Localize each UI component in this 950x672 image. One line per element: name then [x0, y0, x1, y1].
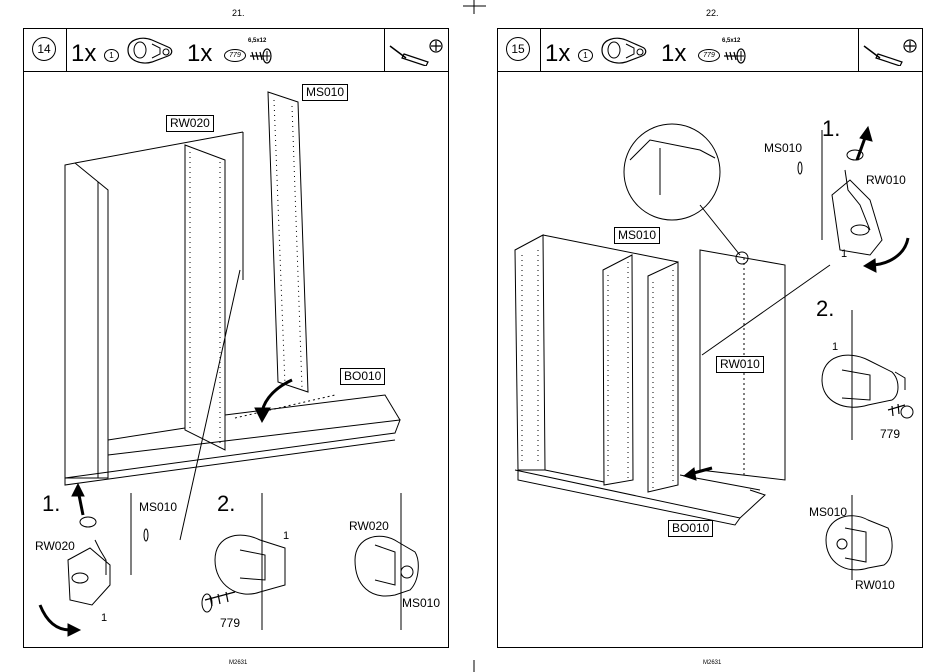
fitting-number-1: 1 — [841, 248, 847, 260]
step-1-number: 1. — [822, 118, 840, 140]
label-bo010: BO010 — [668, 520, 713, 537]
label-rw010-box: RW010 — [716, 356, 764, 373]
screw-number-779: 779 — [880, 428, 900, 441]
label-ms010-box: MS010 — [614, 227, 660, 244]
label-ms010-b: MS010 — [809, 506, 847, 519]
label-ms010: MS010 — [764, 142, 802, 155]
label-rw010-b: RW010 — [855, 579, 895, 592]
fitting-number-1b: 1 — [832, 341, 838, 353]
step-2-number: 2. — [816, 298, 834, 320]
label-rw010: RW010 — [866, 174, 906, 187]
